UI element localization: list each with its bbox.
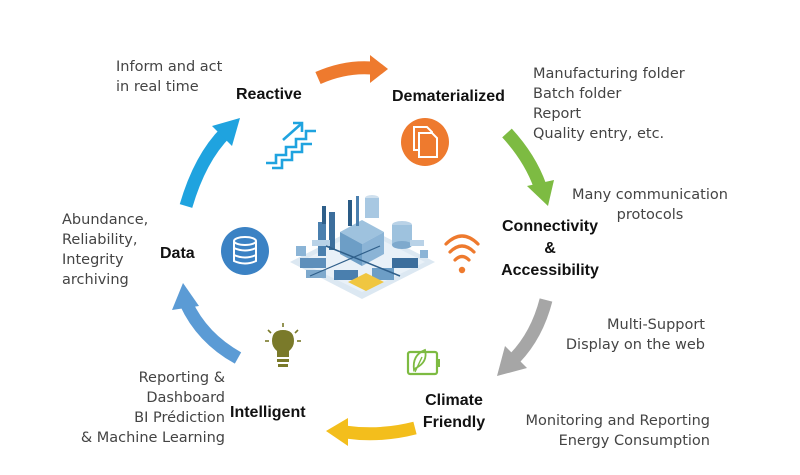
reactive-title: Reactive bbox=[236, 86, 302, 103]
dematerialized-title: Dematerialized bbox=[392, 88, 505, 105]
climate-title-line-1: Climate bbox=[425, 392, 483, 409]
reactive-desc-line-2: in real time bbox=[116, 79, 199, 95]
intelligent-description: Reporting & Dashboard BI Prédiction & Ma… bbox=[50, 368, 225, 448]
dematerialized-description: Manufacturing folder Batch folder Report… bbox=[533, 64, 685, 144]
documents-icon bbox=[401, 118, 449, 166]
arrow-data-to-reactive bbox=[179, 118, 240, 208]
arrow-intelligent-to-data bbox=[172, 283, 242, 364]
intelligent-desc-line-4: & Machine Learning bbox=[80, 430, 225, 446]
climate-desc-bottom-line-1: Monitoring and Reporting bbox=[525, 413, 710, 429]
data-desc-line-1: Abundance, bbox=[62, 212, 149, 228]
reactive-desc-line-1: Inform and act bbox=[116, 59, 223, 75]
connectivity-title-line-1: Connectivity bbox=[501, 218, 598, 235]
climate-title: Climate Friendly bbox=[416, 390, 492, 434]
dematerialized-desc-line-2: Batch folder bbox=[533, 86, 622, 102]
database-icon bbox=[221, 227, 269, 275]
intelligent-desc-line-2: Dashboard bbox=[146, 390, 225, 406]
connectivity-desc-line-2: protocols bbox=[616, 207, 684, 223]
reactive-description: Inform and act in real time bbox=[116, 57, 222, 97]
connectivity-title: Connectivity & Accessibility bbox=[494, 216, 606, 282]
arrow-reactive-to-dematerialized bbox=[315, 55, 388, 84]
intelligent-desc-line-1: Reporting & bbox=[138, 370, 225, 386]
dematerialized-desc-line-4: Quality entry, etc. bbox=[533, 126, 665, 142]
arrow-connectivity-to-climate bbox=[497, 298, 553, 376]
data-desc-line-3: Integrity bbox=[62, 252, 124, 268]
climate-description-top: Multi-Support Display on the web bbox=[520, 315, 705, 355]
arrow-dematerialized-to-connectivity bbox=[502, 128, 554, 206]
lightbulb-icon bbox=[265, 323, 301, 367]
climate-title-line-2: Friendly bbox=[422, 414, 486, 431]
stairs-icon bbox=[266, 121, 316, 170]
data-desc-line-4: archiving bbox=[62, 272, 129, 288]
dematerialized-desc-line-1: Manufacturing folder bbox=[533, 66, 685, 82]
dematerialized-desc-line-3: Report bbox=[533, 106, 582, 122]
factory-illustration bbox=[290, 195, 435, 299]
connectivity-desc-line-1: Many communication bbox=[572, 187, 728, 203]
data-desc-line-2: Reliability, bbox=[62, 232, 138, 248]
climate-desc-top-line-2: Display on the web bbox=[565, 337, 705, 353]
arrow-climate-to-intelligent bbox=[326, 418, 417, 446]
connectivity-title-line-3: Accessibility bbox=[501, 262, 599, 279]
connectivity-description: Many communication protocols bbox=[558, 185, 742, 225]
intelligent-title: Intelligent bbox=[230, 404, 306, 421]
wifi-icon bbox=[444, 234, 480, 274]
climate-description-bottom: Monitoring and Reporting Energy Consumpt… bbox=[480, 411, 710, 451]
climate-desc-bottom-line-2: Energy Consumption bbox=[558, 433, 710, 449]
data-description: Abundance, Reliability, Integrity archiv… bbox=[62, 210, 148, 290]
climate-desc-top-line-1: Multi-Support bbox=[607, 317, 705, 333]
intelligent-desc-line-3: BI Prédiction bbox=[134, 410, 225, 426]
connectivity-title-line-2: & bbox=[544, 240, 556, 257]
leaf-battery-icon bbox=[406, 348, 440, 376]
data-title: Data bbox=[160, 245, 195, 262]
